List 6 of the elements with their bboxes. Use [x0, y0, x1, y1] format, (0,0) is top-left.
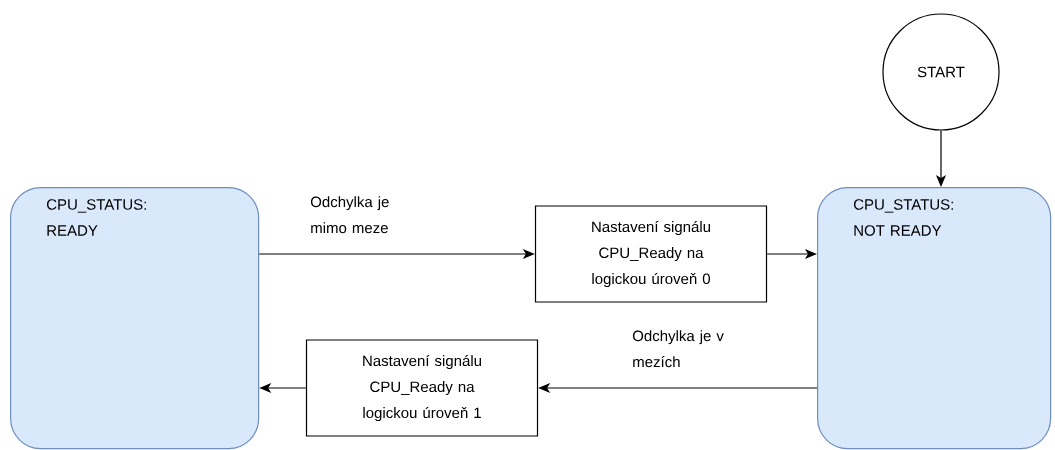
process-box: Nastavení signálu CPU_Ready na logickou úroveň 0 [534, 205, 768, 303]
state-box: CPU_STATUS: NOT READY [817, 187, 1052, 450]
edge-label: Odchylka je mimo meze [310, 196, 389, 234]
edge-label: Odchylka je v mezích [632, 330, 724, 368]
state-box: CPU_STATUS: READY [10, 187, 260, 450]
process-box: Nastavení signálu CPU_Ready na logickou úroveň 1 [305, 339, 539, 437]
